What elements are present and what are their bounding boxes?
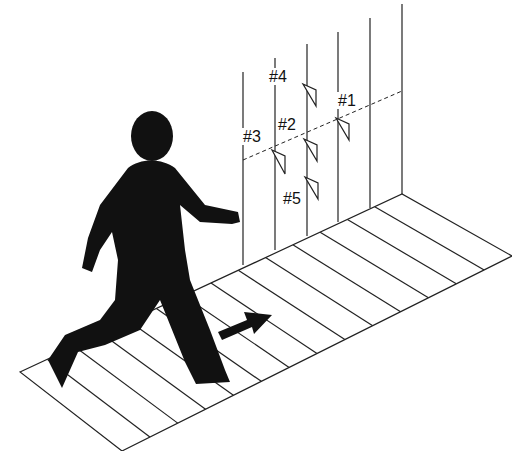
- callout-number: #4: [268, 68, 288, 85]
- floor-stripe: [375, 207, 484, 270]
- floor-stripe: [266, 258, 373, 326]
- floor-stripe: [347, 219, 456, 283]
- callout-number: #1: [337, 92, 357, 109]
- direction-arrow: [218, 312, 272, 340]
- dashed-lines: [243, 91, 402, 160]
- wall-lines: [243, 4, 402, 265]
- person-silhouette: [48, 111, 240, 388]
- callout-number: #2: [277, 116, 297, 133]
- floor-stripe: [75, 347, 178, 424]
- floor-stripe: [320, 232, 428, 298]
- callout-number: #5: [282, 190, 302, 207]
- floor-stripe: [293, 245, 401, 312]
- floor-stripe: [211, 283, 317, 354]
- callout-number: #3: [242, 128, 262, 145]
